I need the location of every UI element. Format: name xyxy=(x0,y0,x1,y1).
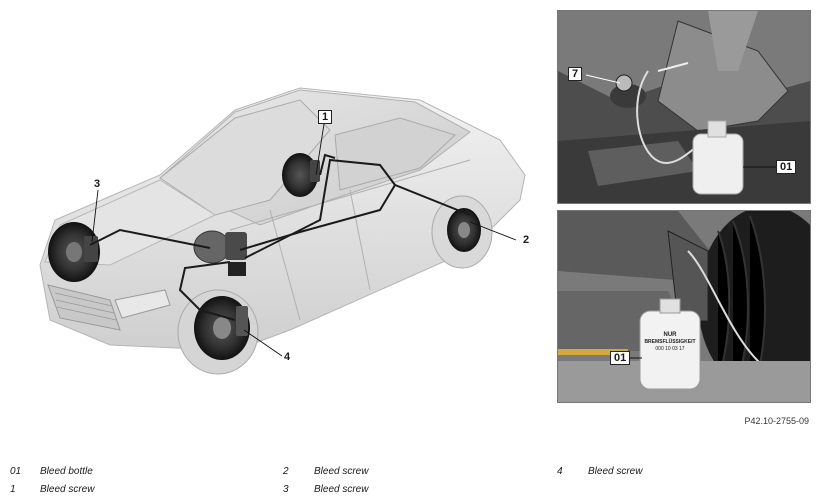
callout-2: 2 xyxy=(523,234,530,246)
legend-text: Bleed screw xyxy=(588,466,643,477)
rear-caliper-scene: NUR BREMSFLÜSSIGKEIT 000 10 03 17 xyxy=(558,211,810,402)
legend-num: 2 xyxy=(283,466,289,477)
callout-3: 3 xyxy=(94,178,101,190)
front-right-wheel xyxy=(177,289,259,375)
legend-num: 01 xyxy=(10,466,22,477)
legend-text: Bleed screw xyxy=(314,484,369,495)
callout-7: 7 xyxy=(568,67,583,81)
callout-01-bottom: 01 xyxy=(610,351,631,365)
callout-1: 1 xyxy=(318,110,333,124)
front-caliper-scene xyxy=(558,11,810,203)
figure-reference: P42.10-2755-09 xyxy=(744,416,809,426)
callout-01-top: 01 xyxy=(776,160,797,174)
bottle-label-line-2: BREMSFLÜSSIGKEIT xyxy=(644,338,695,345)
bottle-label-line-3: 000 10 03 17 xyxy=(655,346,684,352)
bleed-bottle-top xyxy=(692,133,744,195)
bleed-bottle-bottom: NUR BREMSFLÜSSIGKEIT 000 10 03 17 xyxy=(639,298,701,390)
bottle-label-line-1: NUR xyxy=(664,332,678,338)
brake-lines xyxy=(89,153,471,321)
legend-num: 1 xyxy=(10,484,16,495)
legend-text: Bleed bottle xyxy=(40,466,93,477)
legend-text: Bleed screw xyxy=(40,484,95,495)
car-illustration xyxy=(39,87,526,375)
legend-num: 3 xyxy=(283,484,289,495)
photo-front-caliper xyxy=(557,10,811,204)
car-grille xyxy=(47,284,121,331)
front-left-wheel xyxy=(48,222,100,282)
legend-num: 4 xyxy=(557,466,563,477)
legend-text: Bleed screw xyxy=(314,466,369,477)
photo-rear-caliper: NUR BREMSFLÜSSIGKEIT 000 10 03 17 xyxy=(557,210,811,403)
brake-booster xyxy=(193,230,247,276)
callout-4: 4 xyxy=(284,351,291,363)
rear-right-wheel xyxy=(431,195,493,269)
